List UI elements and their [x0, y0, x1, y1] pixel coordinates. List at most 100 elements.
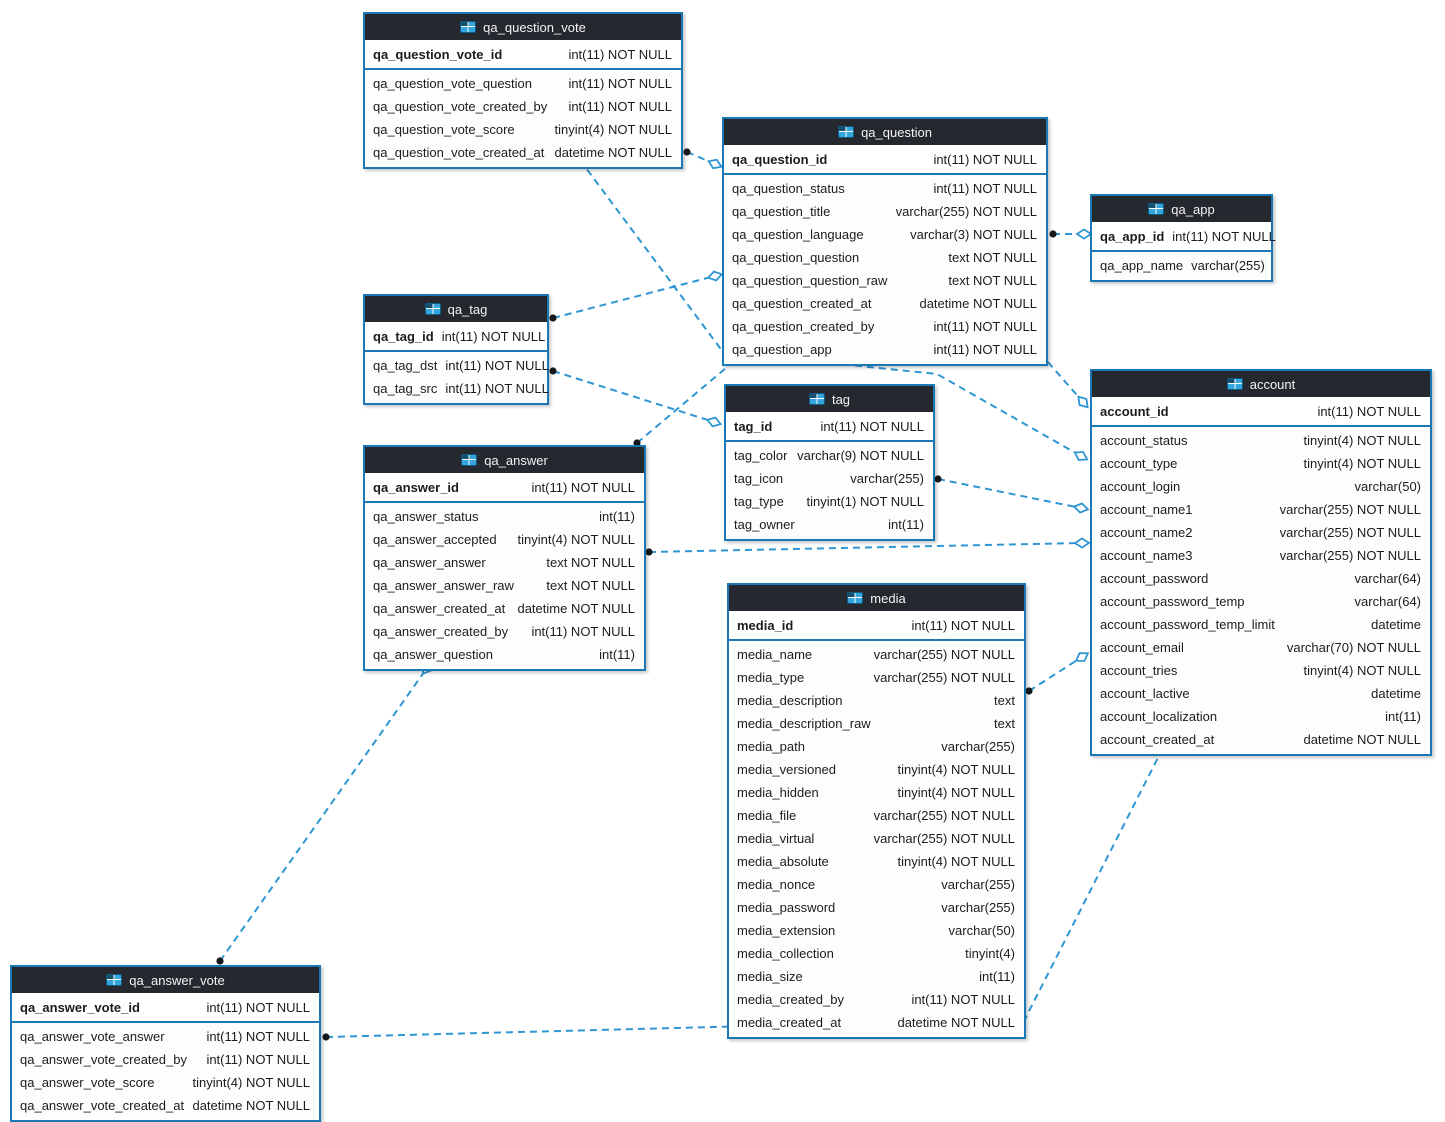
table-header[interactable]: qa_tag: [365, 296, 547, 322]
table-header[interactable]: media: [729, 585, 1024, 611]
table-header[interactable]: tag: [726, 386, 933, 412]
table-header[interactable]: qa_question_vote: [365, 14, 681, 40]
relationship-tag-account[interactable]: [934, 475, 1090, 514]
referenced-endpoint-diamond: [1073, 537, 1091, 549]
relationship-qa_answer-account[interactable]: [645, 537, 1091, 556]
table-header[interactable]: qa_app: [1092, 196, 1271, 222]
relationship-qa_answer_vote-qa_answer[interactable]: [216, 660, 434, 965]
table-header[interactable]: account: [1092, 371, 1430, 397]
column-type: tinyint(4) NOT NULL: [1303, 433, 1421, 448]
table-header[interactable]: qa_answer_vote: [12, 967, 319, 993]
relationship-qa_question_vote-qa_question[interactable]: [683, 148, 723, 171]
table-header[interactable]: qa_question: [724, 119, 1046, 145]
relationship-qa_tag-tag[interactable]: [549, 367, 723, 428]
relationship-media-account[interactable]: [1025, 649, 1090, 695]
table-header[interactable]: qa_answer: [365, 447, 644, 473]
relationship-qa_tag-qa_question[interactable]: [549, 270, 724, 322]
relationship-qa_question-qa_app[interactable]: [1049, 228, 1093, 240]
